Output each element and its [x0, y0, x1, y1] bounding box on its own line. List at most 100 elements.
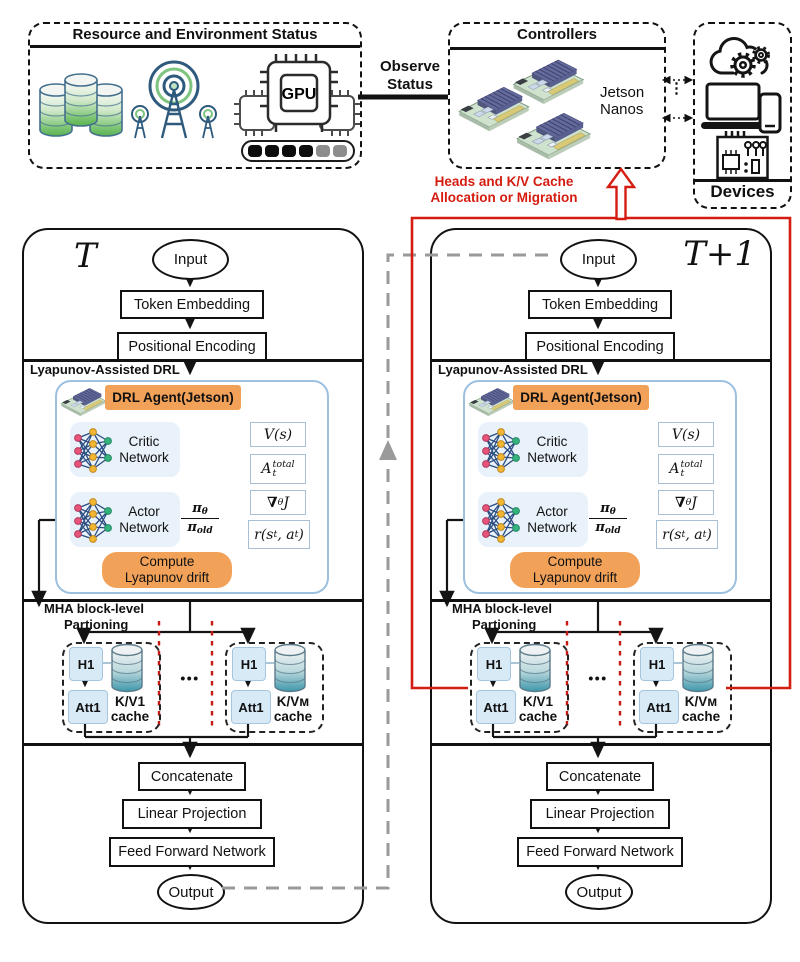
drl-agent-badge: DRL Agent(Jetson) [105, 385, 241, 410]
devices-box: Devices [693, 22, 792, 209]
feed-forward-box: Feed Forward Network [109, 837, 275, 867]
kv-cache-icon [519, 643, 551, 693]
ellipsis-dots: ••• [180, 670, 200, 686]
mini-antenna-right [199, 105, 217, 139]
jetson-board-icon [458, 59, 591, 160]
h1-box: H1 [640, 647, 674, 681]
title-underline [30, 45, 360, 48]
lyapunov-section-label: Lyapunov-Assisted DRL [438, 362, 588, 377]
neural-net-icon [73, 498, 113, 543]
section-divider [24, 599, 362, 602]
gpu-chip-icon: GPU [234, 54, 360, 162]
value-box: V(s) [250, 422, 306, 447]
section-divider [24, 359, 362, 362]
input-ellipse: Input [560, 239, 637, 280]
laptop-phone-icon [701, 82, 782, 134]
gpu-label: GPU [282, 86, 317, 103]
output-ellipse: Output [157, 874, 225, 910]
att1-box: Att1 [68, 690, 108, 724]
token-embedding-box: Token Embedding [120, 290, 264, 319]
policy-ratio-fraction: πθ πold [589, 501, 627, 536]
devices-title: Devices [710, 182, 775, 201]
circuit-board-icon [716, 131, 769, 180]
panel-tag: T+1 [683, 234, 756, 274]
jetson-mini-icon [60, 387, 106, 417]
linear-projection-box: Linear Projection [122, 799, 262, 829]
kv-cache-icon [111, 643, 143, 693]
linear-projection-box: Linear Projection [530, 799, 670, 829]
feed-forward-box: Feed Forward Network [517, 837, 683, 867]
feedback-arrowhead [379, 440, 397, 460]
attention-group-1 [62, 642, 161, 733]
resource-status-box: Resource and Environment Status [28, 22, 362, 169]
lyapunov-section-label: Lyapunov-Assisted DRL [30, 362, 180, 377]
concatenate-box: Concatenate [546, 762, 654, 791]
gear-icon [751, 45, 770, 64]
ellipsis-dots: ••• [588, 670, 608, 686]
token-embedding-box: Token Embedding [528, 290, 672, 319]
devices-divider [695, 179, 790, 182]
drl-agent-badge: DRL Agent(Jetson) [513, 385, 649, 410]
positional-encoding-box: Positional Encoding [525, 332, 675, 361]
database-stack-icon [39, 73, 123, 137]
input-ellipse: Input [152, 239, 229, 280]
cloud-gears-icon [709, 36, 770, 78]
output-ellipse: Output [565, 874, 633, 910]
positional-encoding-box: Positional Encoding [117, 332, 267, 361]
value-box: V(s) [658, 422, 714, 447]
att1-box: Att1 [231, 690, 271, 724]
kv-cache-icon [682, 643, 714, 693]
neural-net-icon [481, 428, 521, 473]
section-divider [24, 743, 362, 746]
att1-box: Att1 [476, 690, 516, 724]
mini-antenna-left [131, 105, 149, 139]
title-underline [450, 47, 664, 50]
policy-ratio-fraction: πθ πold [181, 501, 219, 536]
ellipsis-vertical: ⋮ [669, 80, 684, 97]
transformer-panel: T+1 Input Token Embedding Positional Enc… [430, 228, 772, 924]
panel-tag: T [74, 236, 97, 276]
att1-box: Att1 [639, 690, 679, 724]
h1-box: H1 [69, 647, 103, 681]
antenna-icon [131, 60, 217, 139]
neural-net-icon [481, 498, 521, 543]
capacity-bar-icon [241, 140, 355, 162]
kv-cache-icon [274, 643, 306, 693]
transformer-panel: T Input Token Embedding Positional Encod… [22, 228, 364, 924]
red-up-arrow [605, 166, 637, 221]
controllers-title: Controllers [516, 26, 597, 43]
h1-box: H1 [232, 647, 266, 681]
section-divider [432, 743, 770, 746]
gear-icon [730, 52, 756, 78]
resource-status-title: Resource and Environment Status [72, 26, 318, 43]
neural-net-icon [73, 428, 113, 473]
concatenate-box: Concatenate [138, 762, 246, 791]
jetson-mini-icon [469, 387, 514, 417]
